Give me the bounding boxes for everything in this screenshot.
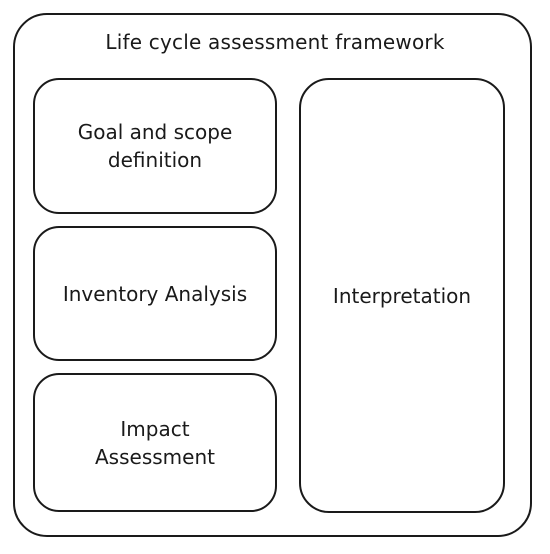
inventory-analysis-label: Inventory Analysis [62, 281, 248, 306]
goal-scope-box: Goal and scope definition [33, 78, 277, 214]
inventory-analysis-box: Inventory Analysis [33, 226, 277, 361]
interpretation-label: Interpretation [332, 283, 472, 308]
framework-title: Life cycle assessment framework [105, 30, 445, 54]
interpretation-box: Interpretation [299, 78, 505, 513]
goal-scope-label: Goal and scope definition [77, 120, 233, 172]
impact-assessment-box: Impact Assessment [33, 373, 277, 512]
impact-assessment-label: Impact Assessment [95, 416, 215, 469]
